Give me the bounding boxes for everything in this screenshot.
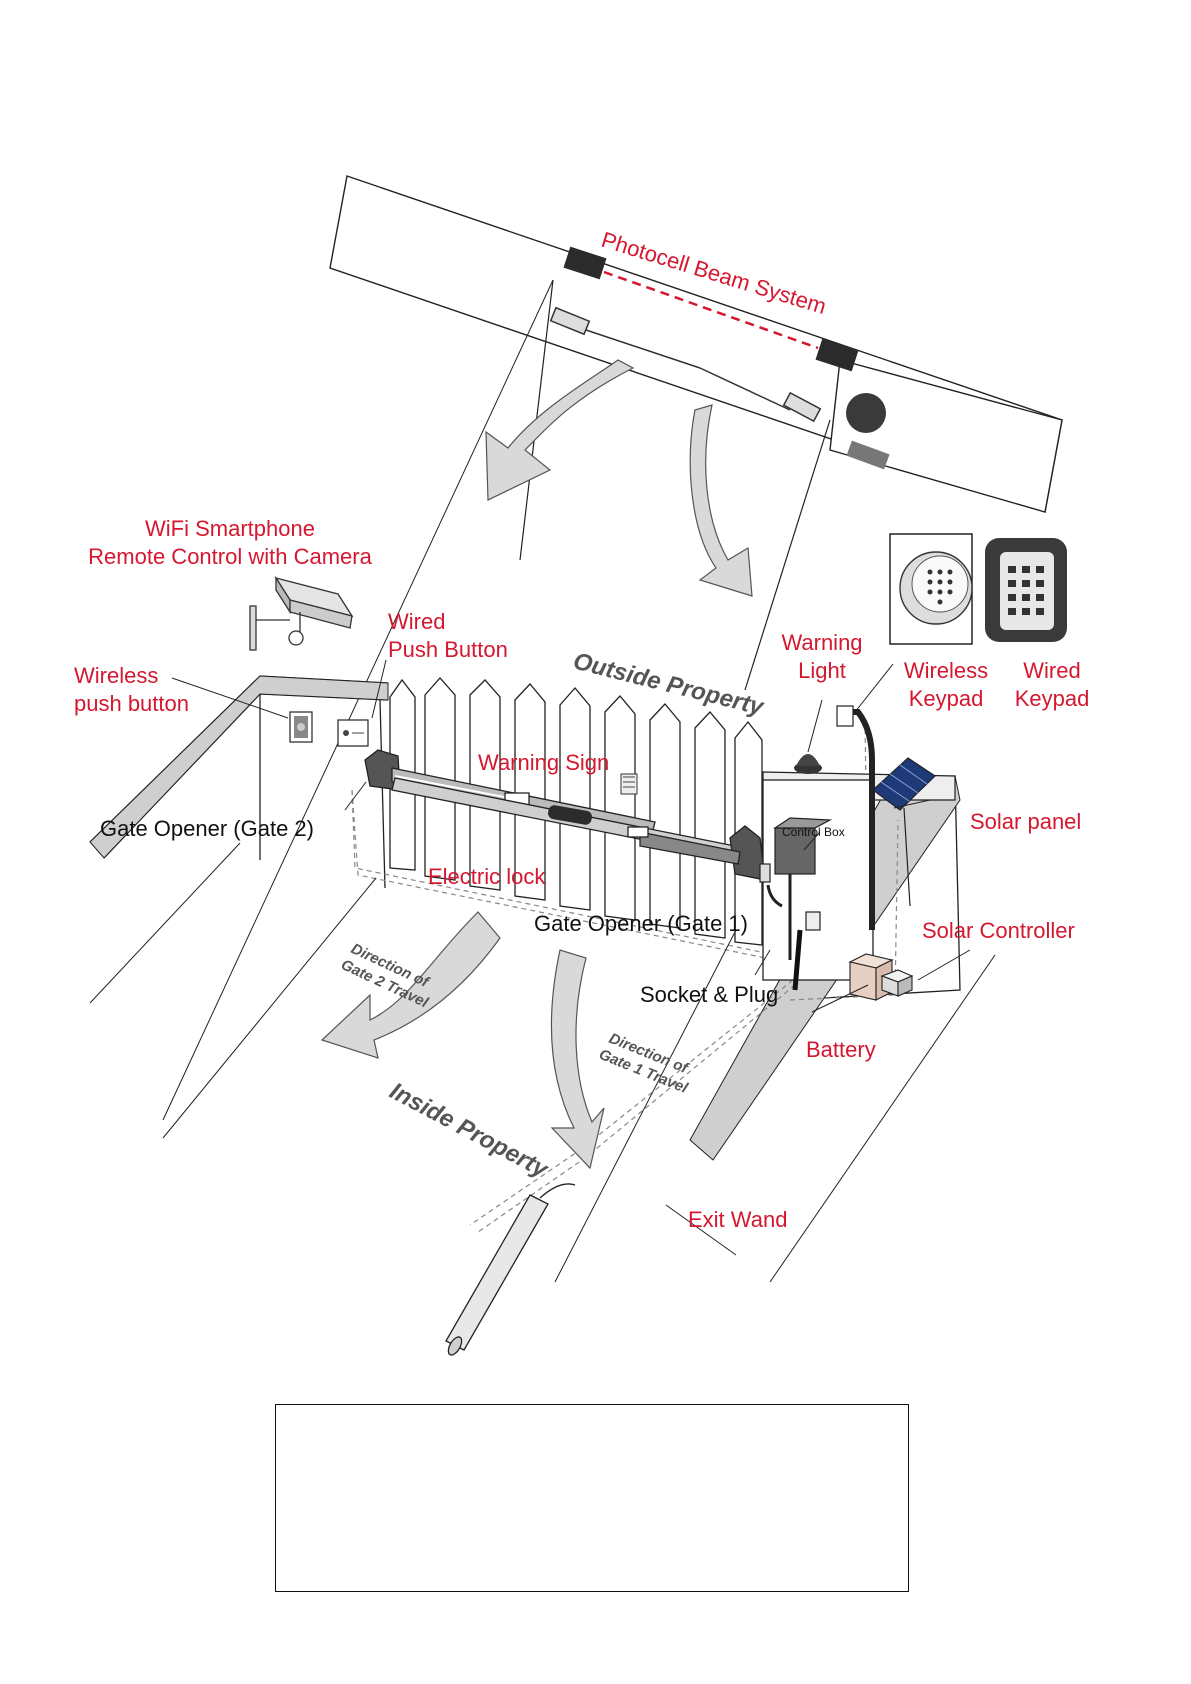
label-battery: Battery [806,1037,876,1062]
gate-pickets [389,677,763,946]
swing-arrow-left [485,359,635,501]
swing-arrow-gate2 [320,911,501,1059]
camera-icon [249,575,354,651]
control-unit-icon [759,817,833,960]
photocell-beam [603,270,819,350]
label-solar-controller: Solar Controller [922,918,1075,943]
top-hinge-arms [549,306,822,423]
post-cap-icon [846,393,886,433]
label-wireless-keypad-line1: Wireless [904,658,988,683]
label-wifi-line1: WiFi Smartphone [145,516,315,541]
electric-lock-icon [548,805,592,825]
wired-push-button-icon [337,719,369,747]
note-box [275,1404,909,1592]
keypad-post [840,709,875,930]
label-control-box: Control Box [782,825,845,839]
label-warning-light-line2: Light [798,658,846,683]
socket-icon [792,911,821,991]
label-wired-push-line2: Push Button [388,637,508,662]
photocell-sender-icon [563,246,607,280]
solar-panel-icon [872,757,936,907]
swing-arrow-gate1 [550,949,605,1170]
photocell-receiver-icon [815,338,859,372]
leader-lines [171,659,971,1256]
exit-wand-icon [445,1183,576,1356]
label-wireless-push-line1: Wireless [74,663,158,688]
label-wireless-keypad-line2: Keypad [909,686,984,711]
label-solar-panel: Solar panel [970,809,1081,834]
label-warning-light-line1: Warning [781,630,862,655]
label-wired-keypad-line2: Keypad [1015,686,1090,711]
label-wireless-push-line2: push button [74,691,189,716]
wired-keypad-icon [985,538,1067,642]
label-socket-plug: Socket & Plug [640,982,778,1007]
keypad-icon [899,551,973,625]
left-wall-top [89,675,389,859]
label-electric-lock: Electric lock [428,864,546,889]
solar-controller-icon [880,969,914,997]
label-gate-opener-2: Gate Opener (Gate 2) [100,816,314,841]
label-exit-wand: Exit Wand [688,1207,787,1232]
swing-arrow-right [689,404,753,597]
label-inside-property: Inside Property [385,1077,553,1184]
warning-sign-icon [620,773,638,795]
label-wifi-line2: Remote Control with Camera [88,544,372,569]
label-gate-opener-1: Gate Opener (Gate 1) [534,911,748,936]
perspective-line [162,279,554,1121]
label-warning-sign: Warning Sign [478,750,609,775]
label-wired-push-line1: Wired [388,609,445,634]
warning-light-icon [794,754,822,774]
control-box [762,771,956,981]
label-wired-keypad-line1: Wired [1023,658,1080,683]
wireless-push-button-icon [289,711,313,743]
ground-perspective-lines [89,842,996,1283]
